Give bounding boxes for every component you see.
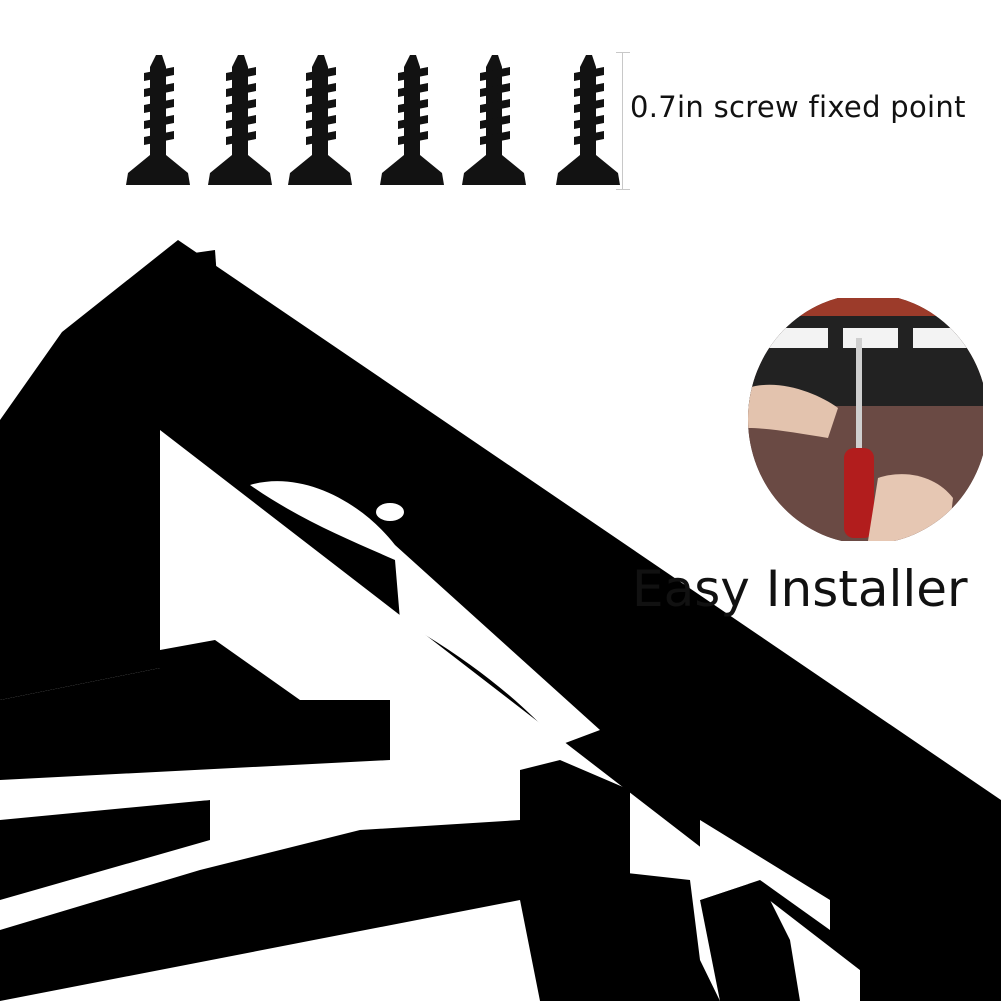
screw-icon	[556, 55, 620, 185]
screw-dimension-label: 0.7in screw fixed point	[630, 90, 966, 124]
installation-photo	[748, 298, 983, 541]
easy-installer-headline: Easy Installer	[632, 560, 968, 618]
dimension-tick-top	[616, 52, 630, 53]
screw-row	[110, 45, 630, 200]
dimension-tick-bottom	[616, 189, 630, 190]
screw-icon	[126, 55, 190, 185]
screw-icon	[462, 55, 526, 185]
screw-icon	[380, 55, 444, 185]
screw-icon	[208, 55, 272, 185]
screw-icon	[288, 55, 352, 185]
dimension-line	[622, 52, 623, 190]
